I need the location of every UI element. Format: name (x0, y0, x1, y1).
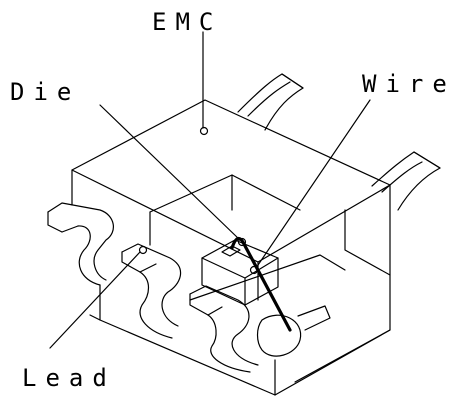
label-wire: Wire (362, 70, 456, 98)
emc-leader (199, 31, 209, 136)
label-lead: Lead (22, 364, 116, 392)
back-lead-right (371, 151, 441, 211)
back-lead-top (237, 73, 304, 131)
front-lead-middle (121, 243, 182, 339)
lead-leader (49, 245, 148, 349)
front-lead-right (189, 285, 331, 373)
label-emc: EMC (152, 8, 222, 36)
die-block (201, 239, 279, 306)
front-lead-left (47, 202, 114, 286)
wire-leader (249, 99, 371, 275)
label-die: Die (10, 78, 80, 106)
bond-wire (230, 236, 292, 332)
die-leader (99, 104, 247, 247)
